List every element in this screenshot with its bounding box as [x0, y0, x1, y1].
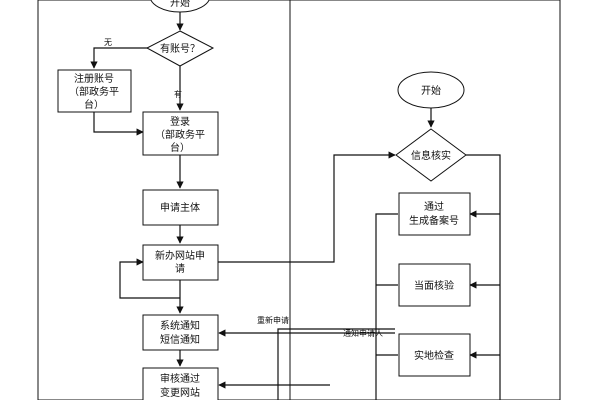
start-right-label: 开始 — [421, 84, 441, 97]
outer-frame — [37, 0, 561, 400]
site-inspect-node: 实地检查 — [398, 333, 471, 377]
edge-infocheck-right-rail — [466, 154, 501, 400]
new-site-line-2: 请 — [175, 262, 185, 275]
label-no: 无 — [104, 38, 112, 47]
pass-node: 通过 生成备案号 — [398, 192, 471, 236]
start-top-label: 开始 — [170, 0, 190, 9]
register-line-2: （部政务平 — [69, 85, 119, 98]
apply-subject-node: 申请主体 — [142, 189, 219, 226]
face-check-node: 当面核验 — [398, 263, 471, 307]
face-check-label: 当面核验 — [414, 279, 454, 292]
edge-left-rail — [375, 213, 398, 400]
sys-notify-line-1: 系统通知 — [160, 319, 200, 332]
apply-subject-label: 申请主体 — [160, 201, 200, 214]
has-account-decision: 有账号？ — [145, 30, 215, 67]
start-top-node: 开始 — [150, 0, 210, 13]
pass-line-2: 生成备案号 — [409, 214, 459, 227]
pass-line-1: 通过 — [424, 200, 444, 213]
edge-newsite-to-infocheck — [217, 151, 396, 263]
approved-line-1: 审核通过 — [160, 372, 200, 385]
label-notify-applicant: 通知申请人 — [343, 328, 383, 338]
approved-line-2: 变更网站 — [160, 386, 200, 399]
edge-register-to-login — [93, 112, 144, 136]
has-account-label: 有账号？ — [160, 42, 200, 55]
edge-decision-no — [90, 47, 148, 69]
info-check-decision: 信息核实 — [395, 128, 467, 182]
login-line-2: （部政务平 — [155, 128, 205, 141]
info-check-label: 信息核实 — [411, 149, 451, 162]
site-inspect-label: 实地检查 — [414, 349, 454, 362]
register-node: 注册账号 （部政务平 台） — [57, 69, 132, 113]
edge-reapply-path — [277, 328, 395, 400]
new-site-node: 新办网站申 请 — [142, 244, 219, 281]
edge-reapply-loop — [119, 258, 180, 299]
sys-notify-node: 系统通知 短信通知 — [142, 314, 219, 351]
login-node: 登录 （部政务平 台） — [142, 111, 219, 156]
start-right-node: 开始 — [397, 71, 465, 109]
label-yes: 有 — [174, 89, 182, 99]
register-line-1: 注册账号 — [74, 72, 114, 85]
register-line-3: 台） — [84, 98, 104, 111]
approved-node: 审核通过 变更网站 — [142, 367, 219, 400]
label-reapply: 重新申请 — [257, 315, 289, 325]
sys-notify-line-2: 短信通知 — [160, 333, 200, 346]
new-site-line-1: 新办网站申 — [155, 249, 205, 262]
login-line-1: 登录 — [170, 115, 190, 128]
login-line-3: 台） — [170, 141, 190, 154]
